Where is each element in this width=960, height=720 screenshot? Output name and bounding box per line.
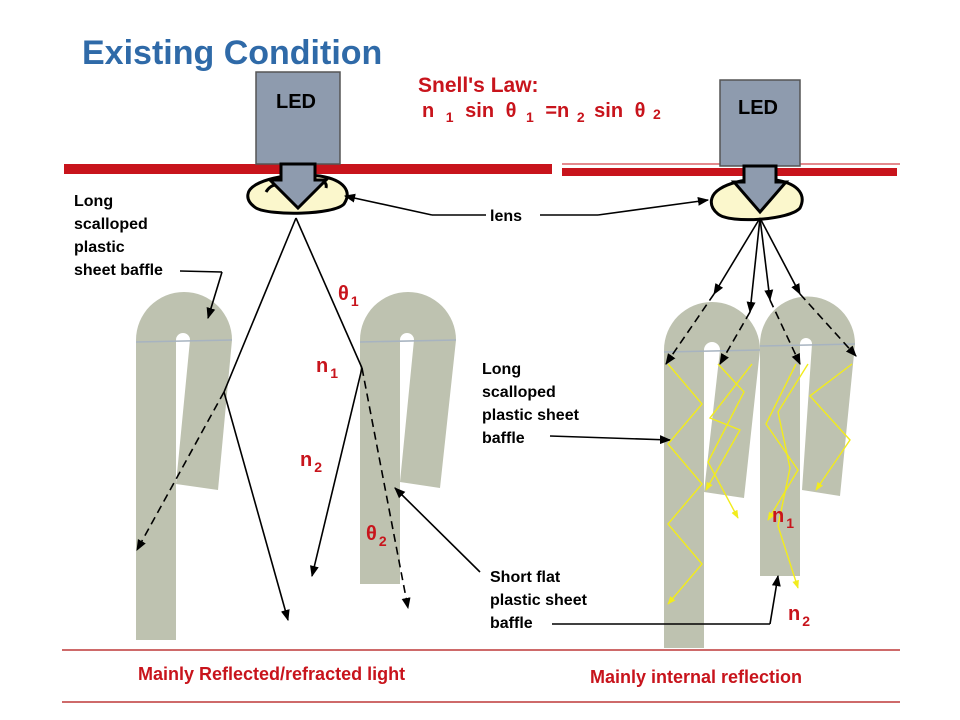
- short-baffle-label: Short flat plastic sheet baffle: [490, 569, 588, 632]
- slide-title: Existing Condition: [82, 34, 382, 72]
- left-baffle-label-line-3: plastic: [74, 239, 125, 256]
- left-baffle-label: Long scalloped plastic sheet baffle: [74, 193, 163, 279]
- left-baffle-label-line-1: Long: [74, 193, 113, 210]
- short-baffle-label-line-3: baffle: [490, 615, 533, 632]
- ray-left-solid-4: [310, 367, 363, 578]
- right-led-label: LED: [738, 97, 778, 119]
- pointer-short-baffle: [394, 487, 481, 573]
- right-caption: Mainly internal reflection: [590, 667, 802, 687]
- right-mounting-bar: [562, 168, 897, 176]
- left-rays: [136, 217, 481, 622]
- snell-heading: Snell's Law:: [418, 74, 539, 97]
- right-long-baffle: [664, 302, 760, 648]
- left-led-label: LED: [276, 91, 316, 113]
- short-baffle-label-line-1: Short flat: [490, 569, 561, 586]
- short-baffle-label-line-2: plastic sheet: [490, 592, 588, 609]
- left-baffle-label-line-2: scalloped: [74, 216, 148, 233]
- long-baffle-label-line-4: baffle: [482, 430, 525, 447]
- right-short-baffle: [760, 296, 855, 576]
- ray-left-solid-3: [295, 217, 363, 369]
- right-led: LED: [709, 79, 804, 222]
- left-short-baffle: [360, 292, 456, 584]
- right-rays: [549, 217, 857, 625]
- snell-equation: n 1 sin θ 1 =n 2 sin θ 2: [422, 100, 661, 127]
- ray-left-solid-1: [223, 217, 297, 393]
- left-baffle-label-line-4: sheet baffle: [74, 262, 163, 279]
- left-led: LED: [246, 71, 349, 215]
- pointer-baffle-left: [179, 270, 223, 273]
- lens-label: lens: [490, 208, 522, 225]
- long-baffle-label-line-1: Long: [482, 361, 521, 378]
- lens-pointers: [343, 193, 710, 216]
- long-baffle-label-line-3: plastic sheet: [482, 407, 580, 424]
- long-baffle-label: Long scalloped plastic sheet baffle: [482, 361, 580, 447]
- left-caption: Mainly Reflected/refracted light: [138, 664, 405, 684]
- pointer-baffle-left-2: [206, 271, 223, 320]
- internal-reflection-rays: [667, 363, 853, 605]
- ray-left-dashed-1: [136, 391, 225, 551]
- right-led-body: [719, 79, 801, 167]
- ray-left-dashed-2: [361, 367, 411, 610]
- left-led-stem: [266, 162, 330, 211]
- snell-law: Snell's Law: n 1 sin θ 1 =n 2 sin θ 2: [418, 74, 661, 127]
- ray-left-solid-2: [223, 391, 290, 622]
- right-led-stem: [730, 164, 790, 215]
- left-led-body: [255, 71, 341, 165]
- long-baffle-label-line-2: scalloped: [482, 384, 556, 401]
